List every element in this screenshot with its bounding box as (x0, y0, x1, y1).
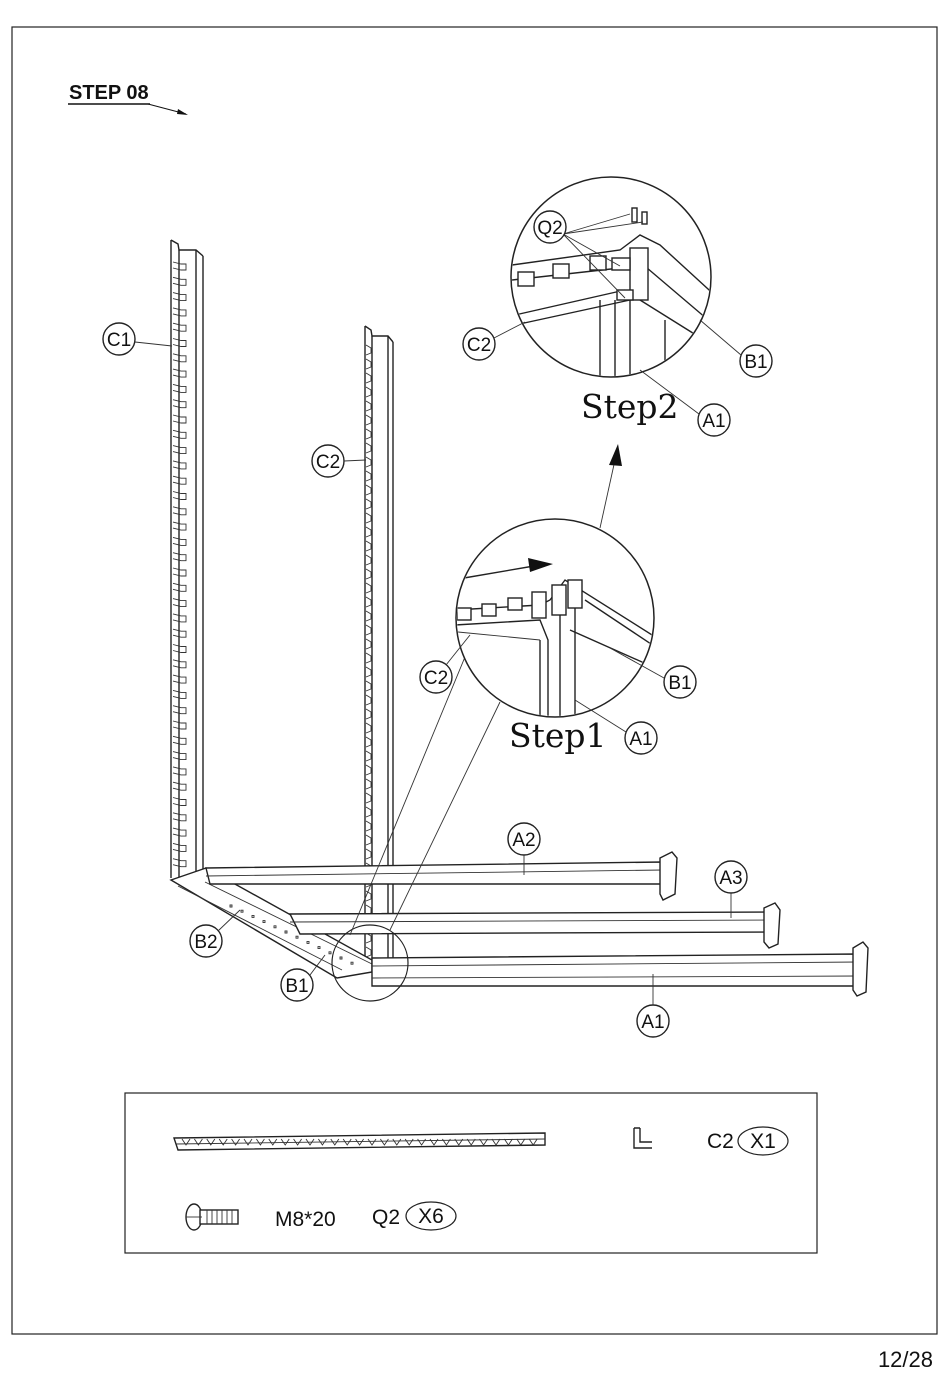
detail-step1: Step1 (455, 519, 660, 755)
slot-mark (366, 359, 371, 369)
slot-mark (366, 583, 371, 593)
slot-mark (366, 667, 371, 677)
leader-step1-b (350, 640, 472, 935)
svg-text:B1: B1 (744, 352, 767, 373)
svg-text:A1: A1 (629, 729, 652, 750)
slot-mark (366, 415, 371, 425)
callout-c1: C1 (103, 323, 172, 355)
parts-box: C2 X1 M8*20 Q2 X6 (125, 1093, 817, 1253)
step1-caption: Step1 (509, 716, 607, 755)
callout-c2-upright: C2 (312, 445, 366, 477)
bolt-icon (186, 1204, 238, 1230)
slot-mark (366, 429, 371, 439)
rail-profile-icon (634, 1128, 652, 1148)
slot-mark (366, 597, 371, 607)
bolt-code: Q2 (372, 1206, 400, 1229)
slot-mark (366, 485, 371, 495)
svg-text:A1: A1 (702, 411, 725, 432)
slot-mark (366, 569, 371, 579)
rail-code: C2 (707, 1130, 734, 1153)
slot-mark (366, 835, 371, 845)
callout-q2: Q2 (534, 211, 566, 243)
svg-text:B1: B1 (285, 976, 308, 997)
slot-mark (366, 765, 371, 775)
step2-caption: Step2 (581, 387, 679, 426)
svg-text:A3: A3 (719, 868, 742, 889)
slot-mark (366, 695, 371, 705)
slot-mark (366, 513, 371, 523)
slot-mark (366, 373, 371, 383)
callout-c2-step2: C2 (463, 322, 525, 360)
rail-qty: X1 (750, 1130, 776, 1153)
slot-mark (366, 443, 371, 453)
step-arrow-head (177, 109, 188, 115)
slot-mark (366, 681, 371, 691)
svg-text:C2: C2 (424, 668, 448, 689)
svg-text:C2: C2 (467, 335, 491, 356)
bolt-size: M8*20 (275, 1208, 336, 1231)
slot-mark (366, 387, 371, 397)
callout-b2: B2 (190, 910, 240, 957)
svg-text:C1: C1 (107, 330, 131, 351)
slot-mark (366, 541, 371, 551)
svg-text:A1: A1 (641, 1012, 664, 1033)
slot-mark (366, 723, 371, 733)
slot-mark (366, 737, 371, 747)
slot-mark (366, 639, 371, 649)
callout-b1-step2: B1 (700, 320, 772, 377)
slot-mark (366, 709, 371, 719)
upright-c1 (171, 240, 203, 880)
slot-mark (366, 751, 371, 761)
slot-mark (366, 471, 371, 481)
callout-a3: A3 (715, 861, 747, 918)
slot-mark (366, 779, 371, 789)
slot-mark (366, 793, 371, 803)
slot-mark (366, 653, 371, 663)
slot-mark (366, 555, 371, 565)
slot-mark (366, 807, 371, 817)
bolt-qty: X6 (418, 1205, 444, 1228)
step2-arrow-head (609, 444, 622, 466)
slot-mark (366, 611, 371, 621)
svg-text:Q2: Q2 (537, 218, 562, 239)
slot-mark (366, 933, 371, 943)
slot-mark (366, 345, 371, 355)
svg-text:B1: B1 (668, 673, 691, 694)
svg-text:A2: A2 (512, 830, 535, 851)
slot-mark (366, 891, 371, 901)
svg-text:C2: C2 (316, 452, 340, 473)
slot-mark (366, 527, 371, 537)
page-number: 12/28 (878, 1347, 933, 1372)
leader-step1-to-step2 (600, 460, 615, 528)
slot-mark (366, 947, 371, 957)
base-frame (171, 852, 868, 1001)
leader-step1-a (390, 702, 500, 930)
rail-part-drawing (174, 1133, 545, 1150)
slot-mark (366, 821, 371, 831)
step-title: STEP 08 (69, 82, 149, 104)
svg-text:B2: B2 (194, 932, 217, 953)
slot-mark (366, 457, 371, 467)
slot-mark (366, 401, 371, 411)
slot-mark (366, 625, 371, 635)
slot-mark (366, 499, 371, 509)
slot-mark (366, 849, 371, 859)
